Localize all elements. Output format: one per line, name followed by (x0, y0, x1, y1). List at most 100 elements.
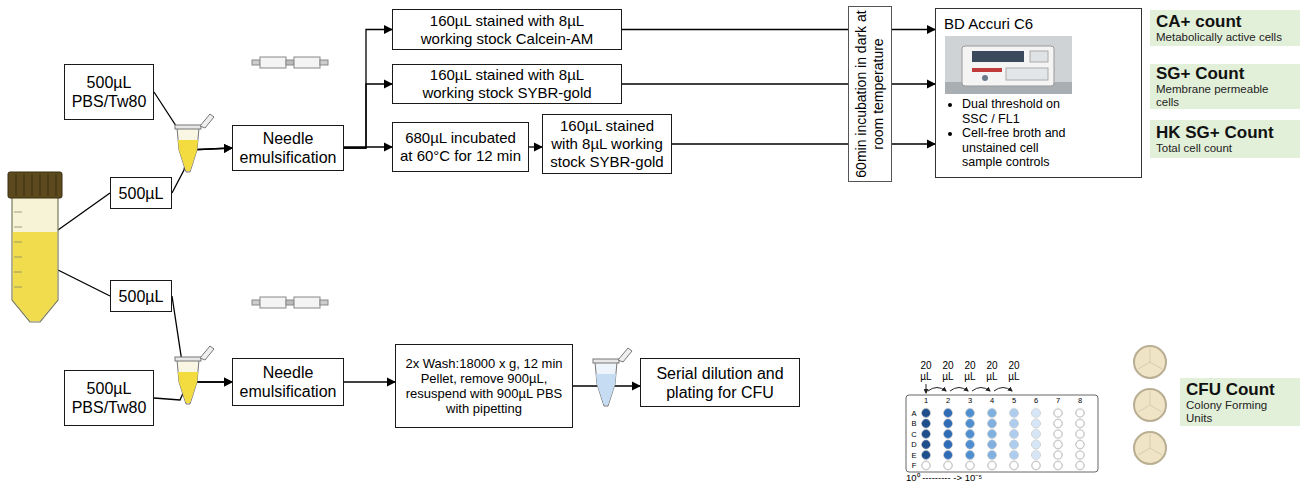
well-plate (959, 408, 981, 461)
column-number: 8 (1073, 396, 1087, 405)
connector (344, 146, 392, 147)
dilution-range: 10⁰ --------- -> 10⁻⁵ (906, 473, 982, 484)
branch-line (58, 193, 110, 230)
stain-box: 160µL stained with 8µL working stock SYB… (392, 64, 622, 104)
result-box: CA+ countMetabolically active cells (1150, 10, 1300, 46)
syringe-icon (252, 60, 260, 65)
row-letter: F (909, 461, 919, 470)
process-box: Needle emulsification (232, 125, 344, 171)
column-number: 4 (985, 396, 999, 405)
falcon-tube (12, 196, 58, 322)
result-note: Membrane permeable cells (1156, 83, 1294, 109)
sample-box: 500µL PBS/Tw80 (64, 370, 154, 426)
sample-tube (175, 357, 201, 361)
volume-box: 500µL (110, 280, 172, 312)
branch-line (58, 270, 110, 296)
box-label: 500µL PBS/Tw80 (68, 73, 150, 111)
connector (892, 143, 935, 144)
transfer-arrow (994, 388, 1012, 392)
result-box: HK SG+ CountTotal cell count (1150, 120, 1300, 158)
result-note: Metabolically active cells (1156, 31, 1282, 44)
instrument-photo (972, 51, 1024, 62)
petri-dish (1134, 389, 1166, 421)
box-label: 2x Wash:18000 x g, 12 min Pellet, remove… (401, 356, 567, 416)
instrument-photo (945, 36, 1072, 94)
sample-box: 500µL PBS/Tw80 (64, 64, 154, 120)
result-box: CFU CountColony Forming Units (1180, 378, 1300, 426)
transfer-arrow (972, 388, 990, 392)
transfer-arrow (926, 384, 1012, 393)
heat-kill-box: 680µL incubated at 60°C for 12 min (392, 122, 529, 172)
wash-tube (593, 359, 619, 363)
result-note: Total cell count (1156, 142, 1232, 155)
petri-dish (1134, 346, 1166, 464)
volume-note: 20 µL (1003, 360, 1025, 382)
wash-tube (595, 362, 617, 406)
instrument-photo (962, 46, 1054, 86)
process-box: Needle emulsification (232, 358, 344, 406)
connector (622, 83, 848, 84)
row-letter: B (909, 419, 919, 428)
column-number: 1 (919, 396, 933, 405)
result-heading: SG+ Count (1156, 64, 1244, 83)
connector (672, 143, 848, 144)
petri-dish (1138, 348, 1162, 369)
column-number: 6 (1029, 396, 1043, 405)
box-label: Needle emulsification (237, 129, 339, 167)
column-number: 5 (1007, 396, 1021, 405)
falcon-tube (8, 172, 62, 322)
result-heading: CFU Count (1186, 380, 1275, 399)
sample-tube (175, 114, 214, 172)
instrument-photo (972, 68, 1002, 72)
volume-note: 20 µL (915, 360, 937, 382)
row-letter: E (909, 451, 919, 460)
falcon-tube (14, 212, 22, 287)
well-plate (906, 395, 1098, 472)
wash-tube (618, 348, 632, 362)
syringe-icon (320, 60, 328, 65)
syringe-icon (252, 300, 260, 305)
box-label: 500µL PBS/Tw80 (68, 379, 150, 417)
syringe-icon (286, 60, 294, 65)
instrument-name: BD Accuri C6 (944, 15, 1033, 33)
sample-tube (177, 360, 199, 404)
connector (344, 30, 392, 149)
petri-dish (1134, 346, 1166, 378)
volume-box: 500µL (110, 177, 172, 209)
box-label: 160µL stained with 8µL working stock SYB… (408, 66, 606, 102)
volume-note: 20 µL (959, 360, 981, 382)
stain-box: 160µL stained with 8µL working stock SYB… (542, 114, 672, 174)
well-plate (981, 408, 1003, 461)
sample-tube (178, 140, 198, 171)
box-label: 500µL (119, 287, 164, 306)
wash-box: 2x Wash:18000 x g, 12 min Pellet, remove… (395, 344, 573, 428)
bullet-note: Dual threshold on SSC / FL1 (962, 97, 1080, 126)
connector (344, 84, 392, 148)
result-box: SG+ CountMembrane permeable cells (1150, 64, 1300, 109)
syringe-icon (252, 57, 328, 68)
incubation-label: 60min incubation in dark at room tempera… (853, 9, 887, 179)
wash-tube (593, 348, 632, 406)
instrument-photo (1006, 68, 1048, 80)
result-heading: CA+ count (1156, 12, 1241, 31)
syringe-icon (294, 57, 320, 68)
sample-tube (200, 346, 214, 360)
box-label: 160µL stained with 8µL working stock SYB… (548, 117, 666, 171)
column-number: 3 (963, 396, 977, 405)
box-label: 160µL stained with 8µL working stock Cal… (408, 12, 606, 48)
incubation-box: 60min incubation in dark at room tempera… (848, 6, 892, 182)
instrument-box: BD Accuri C6Dual threshold on SSC / FL1C… (935, 8, 1142, 178)
sample-tube (177, 128, 199, 172)
volume-note: 20 µL (937, 360, 959, 382)
well-plate (1025, 408, 1047, 461)
well-plate (915, 408, 937, 461)
connector (622, 29, 848, 30)
well-plate (1003, 408, 1025, 461)
transfer-arrow (926, 384, 927, 393)
falcon-tube (8, 172, 62, 198)
process-box: Serial dilution and plating for CFU (640, 358, 800, 407)
petri-dish (1138, 434, 1162, 455)
sample-tube (200, 114, 214, 128)
